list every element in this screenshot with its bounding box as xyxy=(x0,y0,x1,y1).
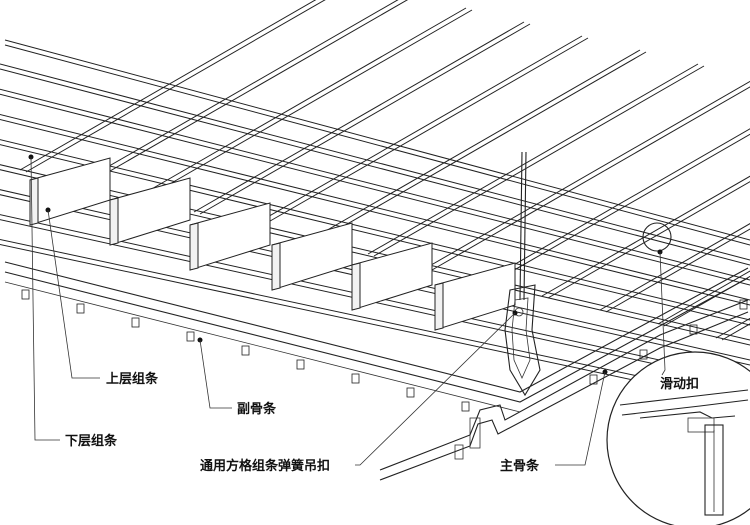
sliding-clip-marker xyxy=(642,222,672,252)
grid-bar xyxy=(135,7,467,199)
grid-bar xyxy=(199,23,531,215)
rail-slot xyxy=(296,359,305,370)
grid-bar xyxy=(431,86,750,271)
grid-bar xyxy=(0,113,750,301)
grid-bar xyxy=(489,133,750,285)
rail-slot xyxy=(461,401,470,412)
lower-strip-panels xyxy=(29,157,516,331)
rail-slot xyxy=(131,317,140,328)
grid-bar xyxy=(0,144,750,326)
grid-bar xyxy=(4,39,750,241)
grid-bar xyxy=(541,175,750,297)
grid-bar xyxy=(257,37,589,229)
grid-bar xyxy=(251,35,583,227)
lower-strip-panel xyxy=(351,242,433,311)
grid-bar xyxy=(19,0,317,171)
grid-bar xyxy=(483,128,750,283)
lower-strip-panel-edge xyxy=(434,282,444,331)
rail-slot xyxy=(406,387,415,398)
grid-bar xyxy=(141,9,473,201)
lower-strip-panel-edge xyxy=(351,262,361,311)
lower-strip-panel xyxy=(434,262,516,331)
rail-slot xyxy=(186,331,195,342)
lower-strip-label: 下层组条 xyxy=(65,433,118,449)
spring-hanger-label: 通用方格组条弹簧吊扣 xyxy=(200,458,330,474)
grid-bar xyxy=(657,270,750,325)
grid-bar xyxy=(4,44,750,246)
grid-bar xyxy=(715,317,750,339)
grid-bar xyxy=(0,68,750,266)
lower-strip-panel xyxy=(271,222,353,291)
grid-bar xyxy=(25,0,326,173)
grid-bar xyxy=(315,51,647,243)
grid-bar xyxy=(0,238,750,401)
grid-bar xyxy=(425,80,750,269)
grid-bar xyxy=(0,243,750,406)
secondary-keel-rail xyxy=(4,261,749,413)
lower-strip-panel-edge xyxy=(109,197,119,246)
rail-slot xyxy=(241,345,250,356)
rail-slot xyxy=(21,289,30,300)
sliding-clip-detail-inset xyxy=(606,351,750,525)
grid-bar xyxy=(0,88,750,281)
rail-slot xyxy=(739,299,748,310)
rail-slot xyxy=(76,303,85,314)
secondary-keel-label: 副骨条 xyxy=(237,401,277,417)
grid-bar xyxy=(0,93,750,286)
grid-bar xyxy=(0,139,750,321)
sliding-clip-label: 滑动扣 xyxy=(660,376,699,392)
grid-bar xyxy=(367,63,699,255)
lower-strip-panel-edge xyxy=(271,242,281,291)
grid-bar xyxy=(599,223,750,311)
grid-bar xyxy=(547,181,750,299)
rail-slot xyxy=(589,374,598,385)
grid-bar xyxy=(373,65,705,257)
upper-strip-label: 上层组条 xyxy=(106,371,159,387)
grid-bar xyxy=(0,118,750,306)
grid-bar xyxy=(0,63,750,261)
rail-slot xyxy=(351,373,360,384)
grid-bar xyxy=(193,21,525,213)
grid-bar xyxy=(309,49,641,241)
lower-strip-panel-edge xyxy=(189,222,199,271)
main-keel-label: 主骨条 xyxy=(500,458,540,474)
upper-grid-lattice xyxy=(0,0,750,406)
lower-strip-panel xyxy=(29,157,111,226)
leader-lines xyxy=(28,154,666,466)
main-keel-rail xyxy=(379,299,749,481)
